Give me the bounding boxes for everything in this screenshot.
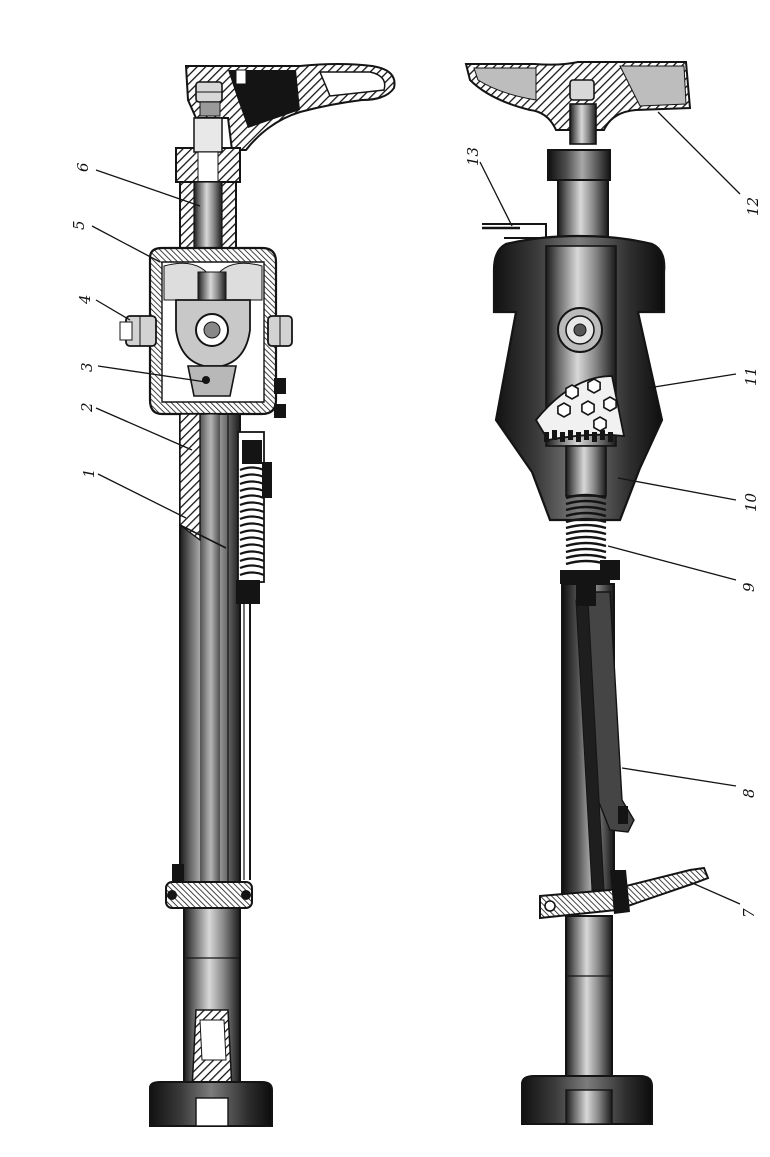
spring-coil xyxy=(239,515,265,521)
right-main-column xyxy=(561,583,635,905)
spring-coil xyxy=(239,508,265,514)
right-lower-column xyxy=(565,915,613,1089)
gear-tooth xyxy=(544,432,549,442)
hex-nut xyxy=(603,396,617,412)
spring-coil xyxy=(239,571,265,577)
left-wheel-hub xyxy=(184,63,396,151)
gear-tooth xyxy=(568,430,573,440)
right-wheel-hub xyxy=(464,61,692,145)
callout-7: 7 xyxy=(740,908,758,918)
worm-coil xyxy=(565,529,607,536)
leader-4 xyxy=(95,299,131,321)
leader-lines xyxy=(91,111,741,905)
spring-coil xyxy=(239,529,265,535)
gear-tooth xyxy=(560,432,565,442)
left-joint-housing xyxy=(148,246,278,416)
left-sectional-view xyxy=(119,63,396,1127)
right-base-flange xyxy=(521,1075,653,1125)
worm-coil xyxy=(565,547,607,554)
spring-coil xyxy=(239,564,265,570)
spring-coil xyxy=(239,536,265,542)
worm-coil xyxy=(565,505,607,512)
callout-12: 12 xyxy=(744,197,762,216)
callout-3: 3 xyxy=(78,362,96,372)
spring-coil xyxy=(239,550,265,556)
gear-sector-teeth xyxy=(544,430,613,442)
leader-7 xyxy=(689,881,741,905)
worm-coil xyxy=(565,517,607,524)
worm-coil xyxy=(565,541,607,548)
spring-coil xyxy=(239,494,265,500)
right-lever xyxy=(539,866,710,920)
left-side-bolts xyxy=(119,315,293,347)
callout-13: 13 xyxy=(464,147,482,166)
callout-2: 2 xyxy=(78,402,96,413)
worm-coil xyxy=(565,535,607,542)
worm-coil xyxy=(565,553,607,560)
hex-nut xyxy=(593,416,607,432)
gear-tooth xyxy=(600,430,605,440)
leader-5 xyxy=(91,225,161,263)
left-clamp xyxy=(165,864,253,909)
leader-9 xyxy=(607,545,737,581)
leader-1 xyxy=(97,473,187,519)
hex-nut xyxy=(565,384,579,400)
hex-nut xyxy=(581,400,595,416)
leader-11 xyxy=(647,373,737,389)
spring-coil xyxy=(239,501,265,507)
callout-6: 6 xyxy=(74,162,92,172)
worm-coil xyxy=(565,523,607,530)
callout-8: 8 xyxy=(740,788,758,798)
gear-tooth xyxy=(608,432,613,442)
callout-labels: 6 5 4 3 2 1 13 12 11 10 9 8 7 xyxy=(70,147,762,918)
callout-11: 11 xyxy=(742,367,760,386)
left-upper-bearing xyxy=(175,117,241,183)
right-upper-column xyxy=(482,149,611,243)
spring-coil xyxy=(239,487,265,493)
callout-1: 1 xyxy=(80,468,98,478)
spring-coil xyxy=(239,466,265,472)
callout-4: 4 xyxy=(76,294,94,305)
gear-tooth xyxy=(576,432,581,442)
spring-coil xyxy=(239,522,265,528)
left-main-tube xyxy=(179,413,241,886)
right-exterior-view xyxy=(464,61,710,1125)
left-lower-tube xyxy=(183,907,241,1091)
left-spring-assembly xyxy=(236,431,272,880)
left-housing-brackets xyxy=(274,378,286,418)
gear-tooth xyxy=(552,430,557,440)
left-spring-coils xyxy=(239,466,265,577)
leader-3 xyxy=(97,365,207,383)
callout-10: 10 xyxy=(742,492,760,512)
hex-nut xyxy=(587,378,601,394)
left-upper-tube xyxy=(179,181,237,253)
left-top-nut xyxy=(195,81,223,117)
spring-coil xyxy=(239,480,265,486)
worm-coil xyxy=(565,499,607,506)
gear-sector-nuts xyxy=(557,378,617,432)
spring-coil xyxy=(239,543,265,549)
hex-nut xyxy=(557,402,571,418)
leader-13 xyxy=(479,161,513,227)
gear-tooth xyxy=(592,432,597,442)
gear-tooth xyxy=(584,430,589,440)
left-base-flange xyxy=(149,1081,273,1127)
worm-coil xyxy=(565,511,607,518)
leader-10 xyxy=(617,477,737,501)
leader-6 xyxy=(95,169,201,207)
right-gear-housing xyxy=(492,234,666,522)
leader-8 xyxy=(621,767,737,787)
worm-coil xyxy=(565,493,607,500)
right-worm-spring xyxy=(560,445,620,584)
leader-2 xyxy=(95,407,193,451)
callout-5: 5 xyxy=(70,220,88,230)
spring-coil xyxy=(239,473,265,479)
spring-coil xyxy=(239,557,265,563)
leader-12 xyxy=(657,111,741,195)
callout-9: 9 xyxy=(740,582,758,592)
